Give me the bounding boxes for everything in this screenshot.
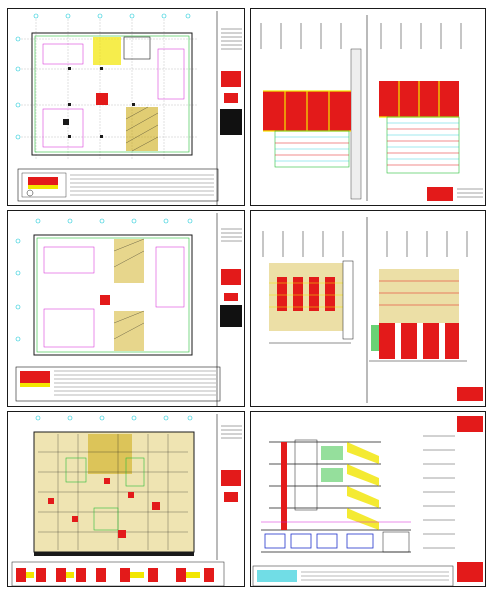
sheet-plan-2 [7,210,245,407]
sheet-section-1 [250,8,486,206]
elevation-1-drawing [252,416,483,586]
sheet-plan-3 [7,411,245,587]
section-1-drawing [260,15,483,201]
plan-3-drawing [11,414,242,586]
sheet-section-2 [250,210,486,407]
section-2-drawing [262,217,483,403]
sheet-elevation-1 [250,411,486,587]
plan-1-drawing [15,11,242,205]
sheet-plan-1 [7,8,245,206]
plan-2-drawing [15,213,242,406]
